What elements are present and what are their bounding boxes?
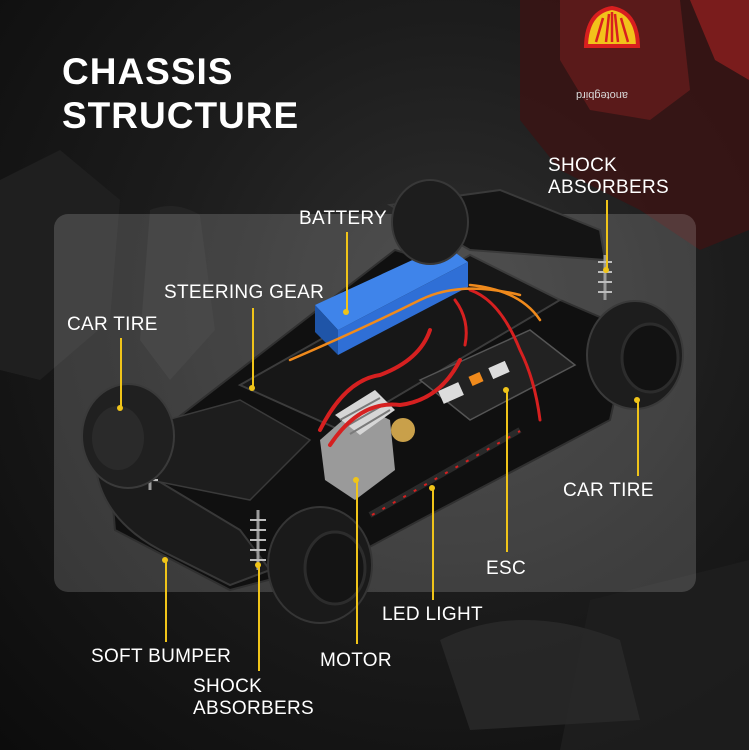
leader-soft-bumper bbox=[165, 560, 167, 642]
leader-dot-steering-gear bbox=[249, 385, 255, 391]
leader-dot-soft-bumper bbox=[162, 557, 168, 563]
label-led-light: LED LIGHT bbox=[382, 604, 483, 625]
esc-board bbox=[418, 329, 577, 421]
label-shock-top-line-1: SHOCK bbox=[548, 155, 618, 176]
label-battery: BATTERY bbox=[299, 208, 387, 229]
leader-dot-shock-bottom bbox=[255, 562, 261, 568]
label-shock-absorbers-bottom: SHOCK ABSORBERS bbox=[193, 676, 314, 720]
background-sponsor-text: anotegbird bbox=[576, 89, 628, 101]
leader-shock-top bbox=[606, 200, 608, 270]
page-title: CHASSIS STRUCTURE bbox=[62, 50, 299, 138]
label-steering-gear: STEERING GEAR bbox=[164, 282, 325, 303]
label-car-tire-right: CAR TIRE bbox=[563, 480, 654, 501]
label-soft-bumper: SOFT BUMPER bbox=[91, 646, 232, 667]
leader-shock-bottom bbox=[258, 565, 260, 671]
leader-battery bbox=[346, 232, 348, 312]
leader-led-light bbox=[432, 488, 434, 600]
leader-dot-car-tire-left bbox=[117, 405, 123, 411]
leader-esc bbox=[506, 390, 508, 552]
leader-motor bbox=[356, 480, 358, 644]
label-motor: MOTOR bbox=[320, 650, 392, 671]
title-line-1: CHASSIS bbox=[62, 51, 234, 92]
leader-dot-motor bbox=[353, 477, 359, 483]
leader-car-tire-right bbox=[637, 400, 639, 476]
wheels bbox=[81, 179, 684, 624]
led-strip bbox=[368, 427, 522, 518]
label-car-tire-left: CAR TIRE bbox=[67, 314, 158, 335]
label-esc: ESC bbox=[486, 558, 526, 579]
label-shock-bottom-line-2: ABSORBERS bbox=[193, 698, 314, 719]
leader-dot-battery bbox=[343, 309, 349, 315]
label-shock-top-line-2: ABSORBERS bbox=[548, 177, 669, 198]
title-line-2: STRUCTURE bbox=[62, 95, 300, 136]
leader-car-tire-left bbox=[120, 338, 122, 408]
leader-dot-esc bbox=[503, 387, 509, 393]
leader-steering-gear bbox=[252, 308, 254, 388]
chassis-plate bbox=[94, 188, 632, 592]
shell-logo-icon bbox=[583, 5, 641, 48]
leader-dot-shock-top bbox=[603, 267, 609, 273]
wires bbox=[288, 283, 542, 447]
leader-dot-led-light bbox=[429, 485, 435, 491]
label-shock-bottom-line-1: SHOCK bbox=[193, 676, 263, 697]
leader-dot-car-tire-right bbox=[634, 397, 640, 403]
label-shock-absorbers-top: SHOCK ABSORBERS bbox=[548, 155, 669, 199]
